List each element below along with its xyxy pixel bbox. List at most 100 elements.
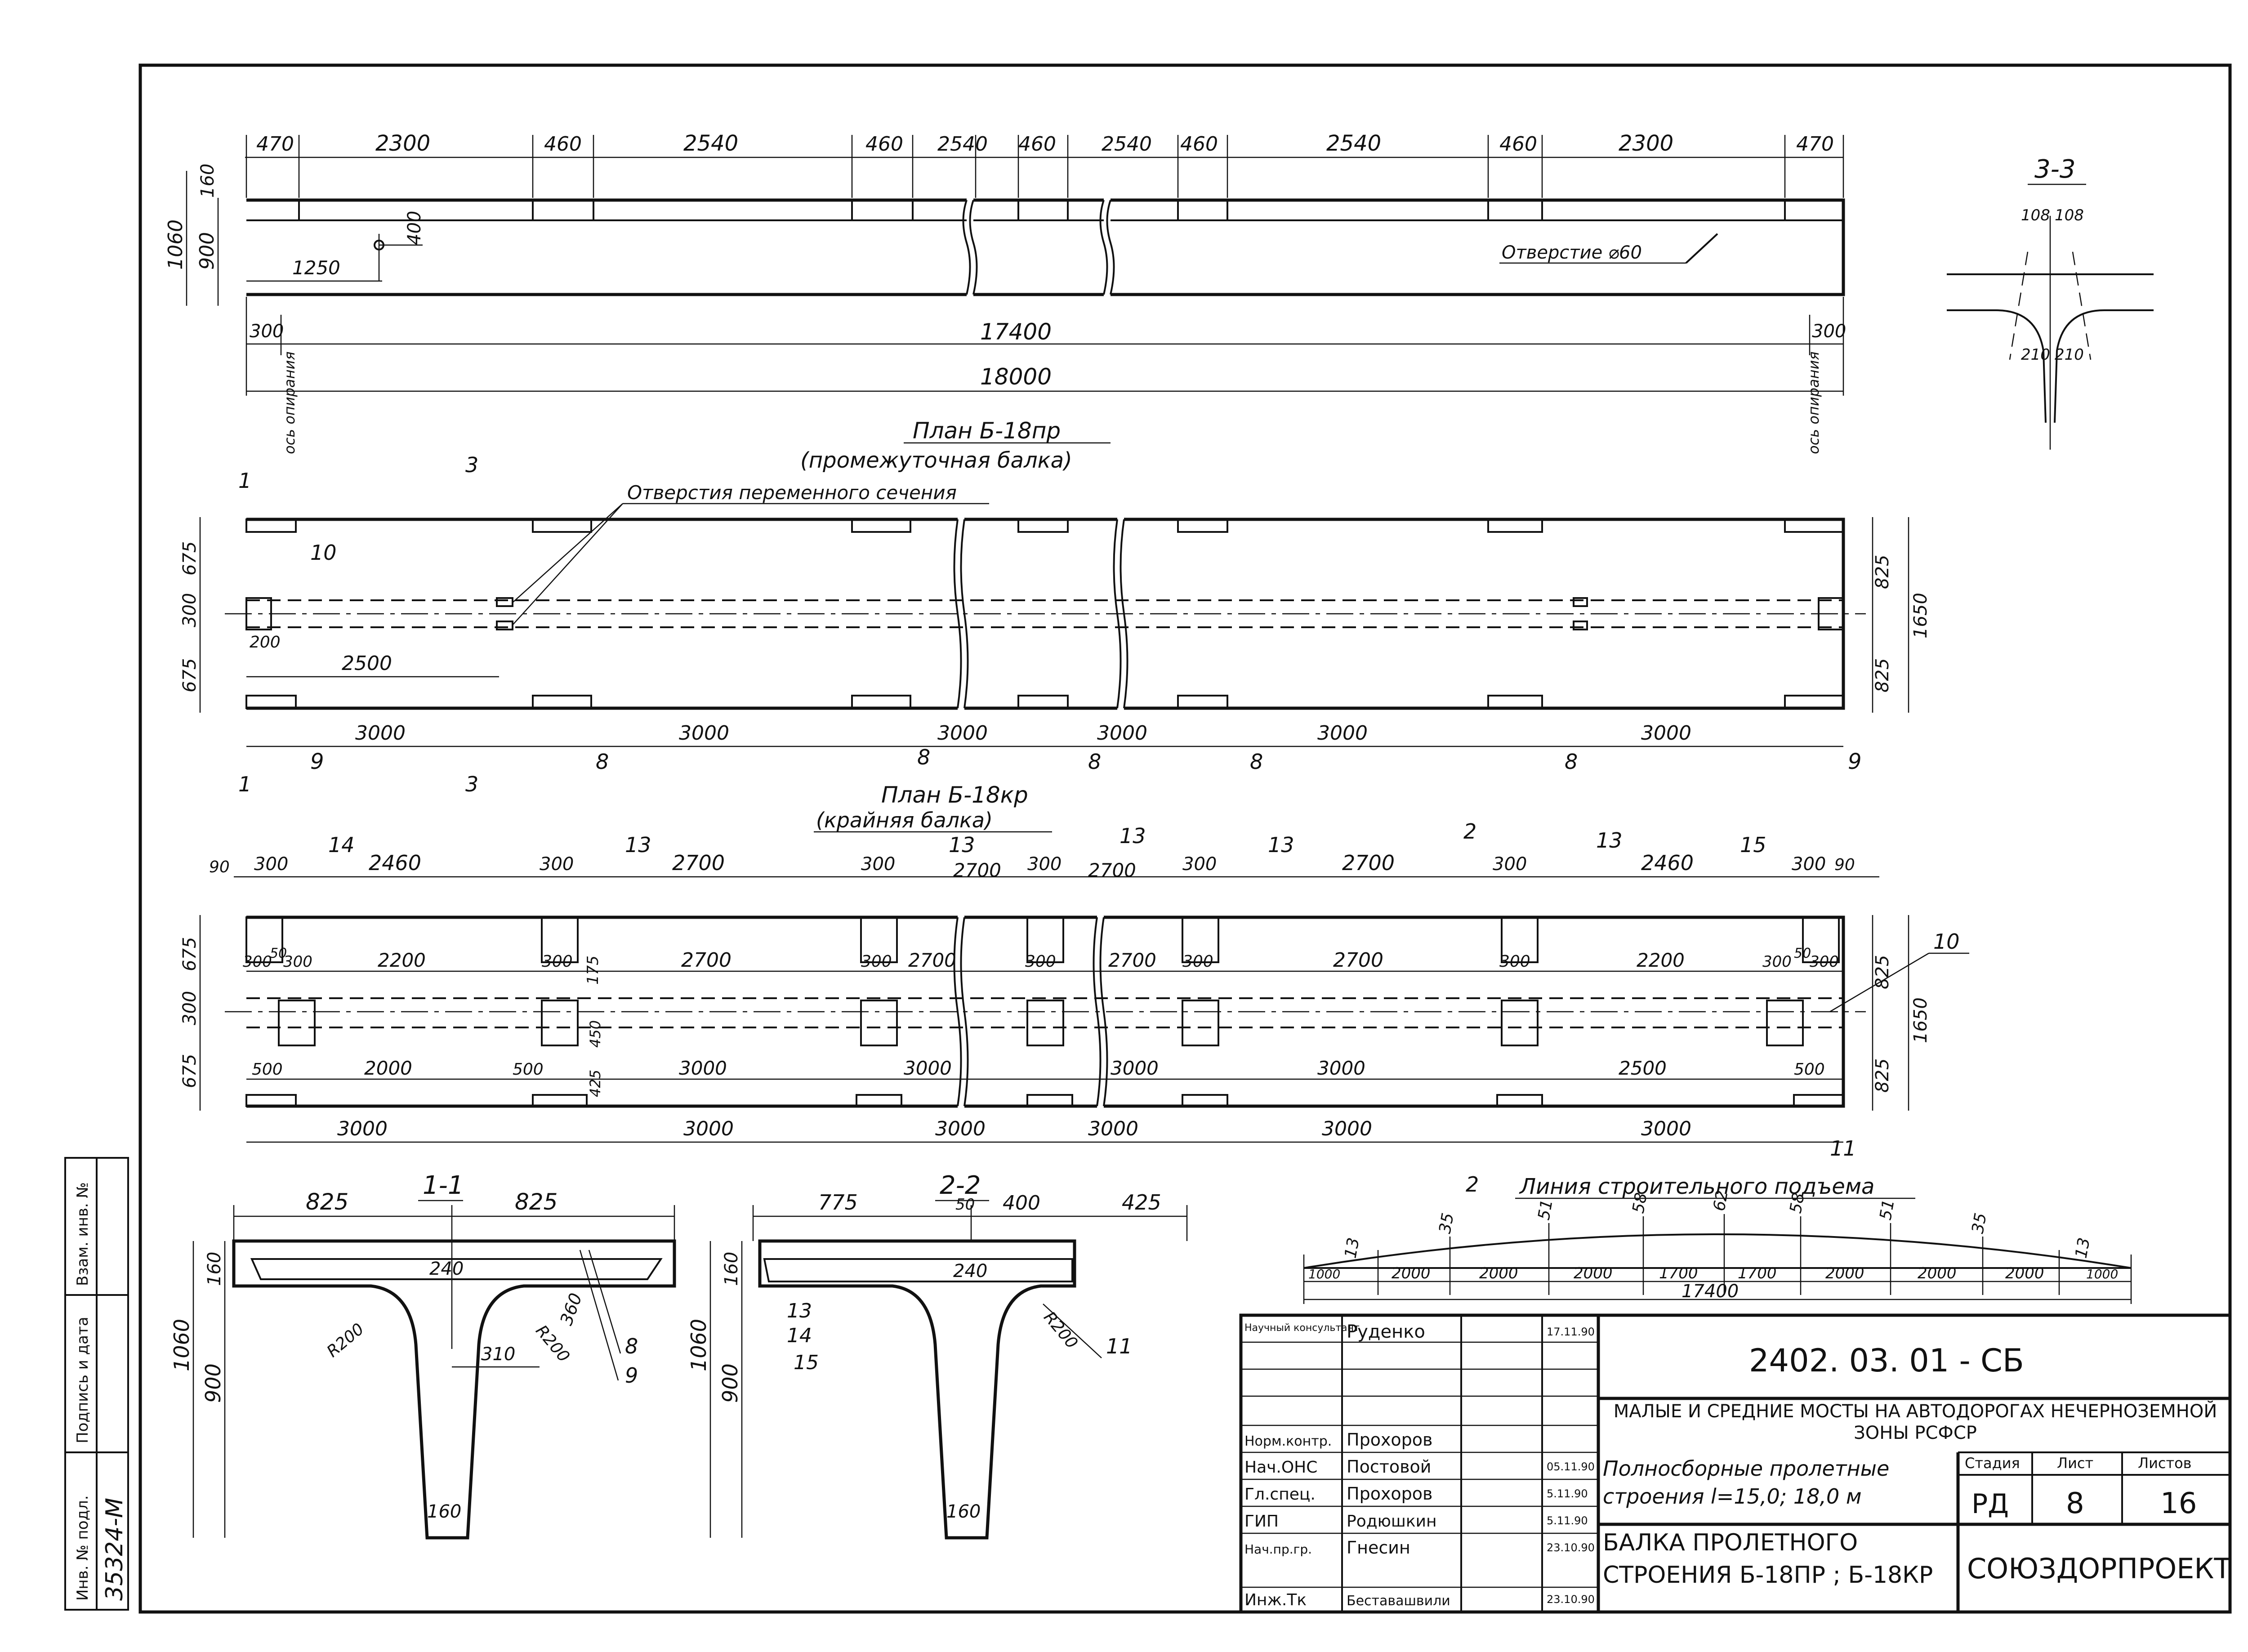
kr-low-500-right: 500 [1794,1060,1825,1079]
sec22-mark-11: 11 [1106,1334,1133,1358]
kr-bottom-3000-2: 3000 [683,1117,734,1140]
plan-pr-left-300: 300 [179,593,200,627]
elev-dim-460-3: 460 [1018,133,1056,156]
sec22-mark-13: 13 [787,1299,812,1322]
plan-pr-right-825-bottom: 825 [1872,658,1893,692]
kr-top-2700-4: 2700 [1342,851,1395,875]
tb-role-group-head: Нач.пр.гр. [1244,1542,1312,1557]
sec22-mark-15: 15 [794,1351,819,1374]
tb-name-consultant: Руденко [1347,1322,1425,1342]
kr-low-3000-2: 3000 [904,1057,952,1079]
section-2-2: 2-2 775 50 400 425 160 240 1060 900 R200… [687,1171,1188,1540]
kr-low-3000-3: 3000 [1111,1057,1159,1079]
tb-sheet: 8 [2066,1487,2084,1520]
tb-name-engineer: Беставашвили [1347,1593,1450,1609]
tb-sheets: 16 [2160,1487,2197,1520]
tb-role-engineer: Инж.Тк [1244,1591,1307,1609]
section-3-3-title: 3-3 [2034,155,2075,184]
kr-bottom-3000-5: 3000 [1322,1117,1372,1140]
tb-project: Малые и средние мосты на автодорогах Неч… [1613,1401,2217,1443]
sec22-title: 2-2 [940,1171,981,1200]
sec3-dim-108-left: 108 [2021,206,2050,224]
camber-total-17400: 17400 [1682,1281,1739,1302]
sec3-dim-108-right: 108 [2055,206,2084,224]
camber-diagram: Линия строительного подъема 13 35 51 58 … [1303,1174,2132,1304]
camber-dim-2000-4: 2000 [1825,1264,1864,1282]
kr-bottom-3000-6: 3000 [1641,1117,1691,1140]
plan-pr-mark-10: 10 [310,540,337,565]
plan-pr-bottom-3000-3: 3000 [937,722,988,745]
kr-mid-2700-3: 2700 [1108,949,1156,971]
sec22-dim-50: 50 [955,1196,975,1214]
plan-pr-bottom-3000-1: 3000 [355,722,406,745]
camber-ord-13-right: 13 [2072,1236,2093,1259]
kr-mid-300-h: 300 [1762,953,1792,971]
sec11-dim-825-left: 825 [306,1189,348,1215]
elev-dim-460-1: 460 [544,133,582,156]
sec3-dim-210-right: 210 [2055,346,2084,364]
sec11-mark-8: 8 [625,1334,638,1358]
sec11-r200-left: R200 [323,1320,367,1361]
tb-date-chief-spec: 5.11.90 [1547,1487,1588,1500]
kr-low-500-mid: 500 [513,1060,544,1079]
camber-dim-2000-3: 2000 [1574,1264,1613,1282]
kr-mid-50-a: 50 [270,946,287,961]
kr-mid-300-a: 300 [243,953,272,971]
tb-role-chief-spec: Гл.спец. [1244,1485,1316,1504]
tb-name-chief-spec: Прохоров [1347,1484,1432,1504]
elev-dim-2540-1: 2540 [683,131,738,156]
camber-dim-2000-1: 2000 [1392,1264,1431,1282]
kr-top-300-3: 300 [861,854,895,875]
plan-pr-mark-8-4: 8 [1250,750,1263,774]
sec22-dim-1060: 1060 [687,1319,711,1371]
plan-pr-view: Отверстия переменного сечения 1 3 [179,453,1931,796]
sec3-dim-210-left: 210 [2021,346,2050,364]
camber-dim-2000-5: 2000 [1918,1264,1957,1282]
kr-bottom-3000-3: 3000 [935,1117,986,1140]
sheet-frame [138,63,2232,1614]
sec11-r200-right: R200 [532,1322,573,1366]
plan-pr-mark-8-5: 8 [1565,750,1578,774]
kr-mid-300-d: 300 [861,952,892,971]
tb-structure: Полносборные пролетные строения l=15,0; … [1603,1456,1890,1509]
plan-pr-left-675-top: 675 [179,541,200,576]
sec11-mark-9: 9 [625,1363,638,1388]
side-label-replace: Взам. инв. № [74,1182,92,1286]
kr-mid-300-f: 300 [1182,952,1213,971]
elev-span-17400: 17400 [980,319,1052,345]
elev-hole-y-400: 400 [404,211,425,245]
tb-role-head-ons: Нач.ОНС [1244,1458,1317,1477]
kr-low-3000-1: 3000 [679,1057,727,1079]
kr-mark-14: 14 [328,833,355,857]
plan-pr-cut3-bottom: 3 [465,772,478,796]
camber-ord-35-left: 35 [1436,1211,1457,1235]
tb-name-group-head: Гнесин [1347,1538,1410,1558]
kr-mark-15: 15 [1740,833,1766,857]
camber-ord-51-left: 51 [1534,1198,1556,1221]
elev-dim-2540-2: 2540 [937,133,988,156]
elev-left-dim-160: 160 [197,164,218,198]
kr-left-675-bottom: 675 [179,1054,200,1088]
plan-kr-view: План Б-18кр (крайняя балка) 90 300 2460 … [179,782,1969,1197]
kr-mark-13-1: 13 [625,833,651,857]
kr-mid-2200-left: 2200 [378,949,426,971]
camber-ord-58-right: 58 [1786,1191,1808,1214]
sec22-dim-900: 900 [718,1363,742,1403]
camber-ord-62: 62 [1710,1189,1731,1212]
plan-kr-title: План Б-18кр [881,782,1028,808]
elev-dim-460-4: 460 [1180,133,1218,156]
kr-mid-300-i: 300 [1810,953,1839,971]
kr-left-675-top: 675 [179,937,200,971]
tb-date-engineer: 23.10.90 [1547,1593,1595,1606]
elev-left-dim-1060: 1060 [164,219,187,270]
sec22-dim-240: 240 [953,1261,987,1281]
sec11-dim-900: 900 [201,1363,225,1403]
kr-mark-13-4: 13 [1268,833,1294,857]
kr-top-300-6: 300 [1493,854,1527,875]
kr-mid-300-e: 300 [1025,952,1056,971]
sec11-dim-160: 160 [204,1252,225,1286]
kr-top-300-5: 300 [1182,854,1217,875]
kr-low-500-left: 500 [252,1060,283,1079]
camber-dim-1700-2: 1700 [1738,1264,1777,1282]
plan-pr-right-825-top: 825 [1872,555,1893,589]
